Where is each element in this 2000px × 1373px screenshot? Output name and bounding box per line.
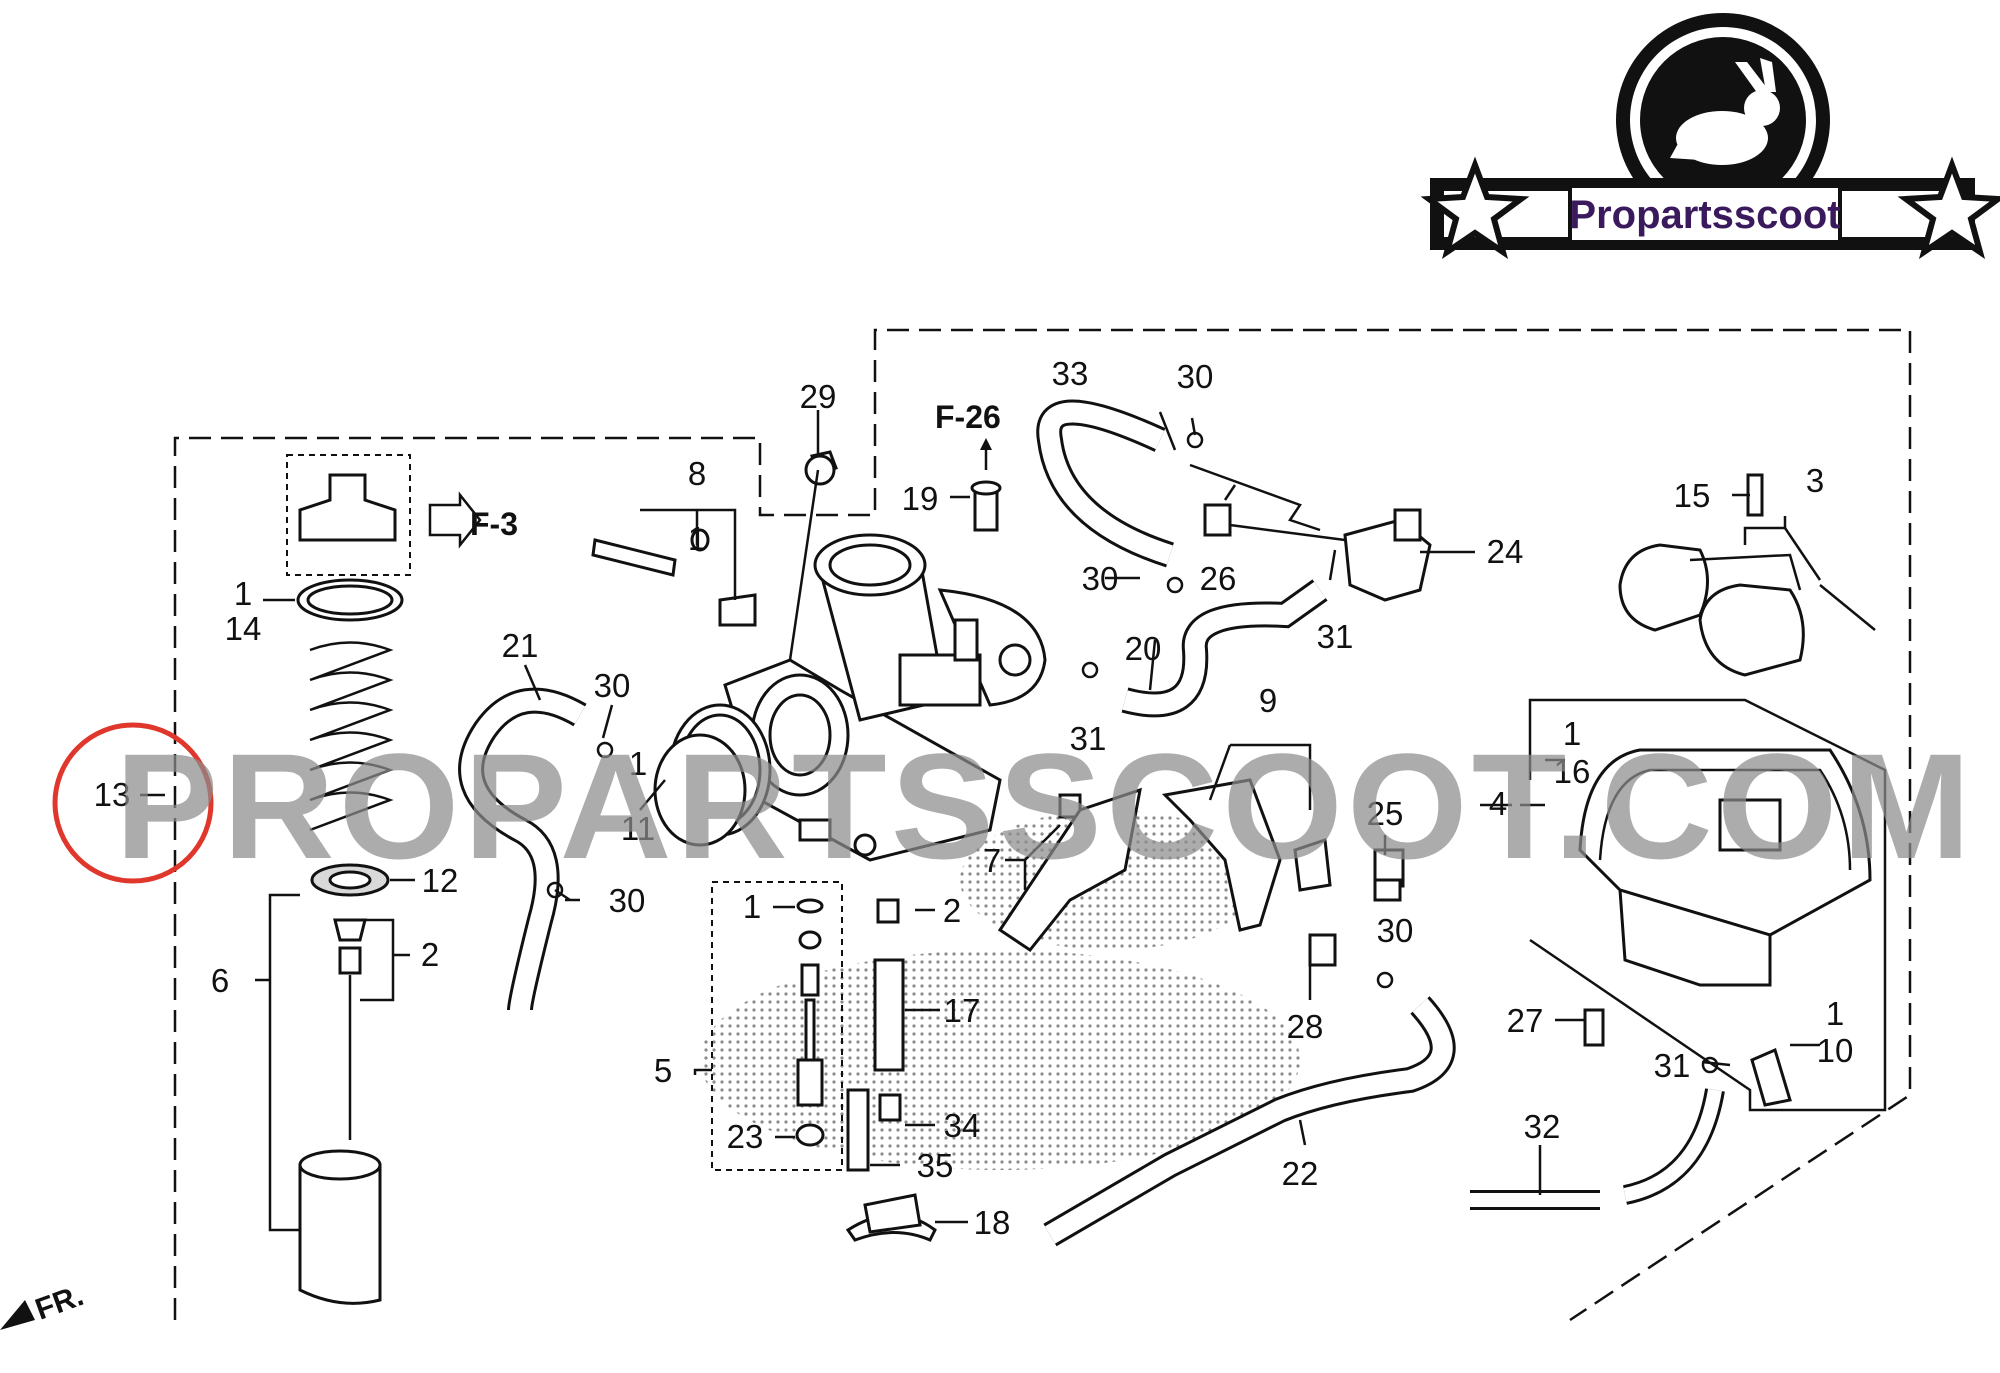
callout-30-right: 30: [1377, 912, 1414, 949]
callout-1-bowl: 1: [1563, 715, 1581, 752]
callout-1-left: 1: [234, 575, 252, 612]
callout-9: 9: [1259, 682, 1277, 719]
callout-32: 32: [1524, 1108, 1561, 1145]
diagram-frame: [173, 328, 1912, 1322]
brand-logo: Propartsscoot: [1420, 13, 2000, 260]
hoses: [458, 399, 1725, 1247]
callout-20: 20: [1125, 630, 1162, 667]
callout-24: 24: [1487, 533, 1524, 570]
callout-21: 21: [502, 627, 539, 664]
callout-28: 28: [1287, 1008, 1324, 1045]
callout-14: 14: [225, 610, 262, 647]
callout-16: 16: [1554, 753, 1591, 790]
front-direction-arrow: FR.: [0, 1279, 88, 1330]
callout-1-ring: 1: [629, 745, 647, 782]
callout-35: 35: [917, 1147, 954, 1184]
callout-19: 19: [902, 480, 939, 517]
callout-18: 18: [974, 1204, 1011, 1241]
callout-31-bottom: 31: [1654, 1047, 1691, 1084]
star-right-icon: [1897, 156, 2000, 260]
callout-3: 3: [1806, 462, 1824, 499]
callout-13: 13: [94, 776, 131, 813]
callout-30-mid: 30: [1082, 560, 1119, 597]
callout-23: 23: [727, 1118, 764, 1155]
float-bowl: [1528, 698, 1887, 1112]
callout-31-mid: 31: [1070, 720, 1107, 757]
callout-30-left: 30: [594, 667, 631, 704]
callout-17: 17: [944, 992, 981, 1029]
callout-33: 33: [1052, 355, 1089, 392]
callout-30-hose: 30: [609, 882, 646, 919]
callout-27: 27: [1507, 1002, 1544, 1039]
slide-assembly: [286, 454, 482, 1305]
callout-7: 7: [983, 842, 1001, 879]
ref-f3-label: F-3: [470, 506, 518, 542]
callout-26: 26: [1200, 560, 1237, 597]
callout-1-jet: 1: [688, 520, 706, 557]
callout-11: 11: [621, 810, 655, 847]
spring: [309, 641, 394, 832]
callout-labels: 29 33 30 8 1 19 15 3 24 30 26 31 1 14 21…: [211, 355, 1854, 1241]
callout-6: 6: [211, 962, 229, 999]
star-left-icon: [1420, 156, 1530, 260]
callout-2-needle: 2: [421, 936, 439, 973]
callout-8: 8: [688, 455, 706, 492]
callout-5: 5: [654, 1052, 672, 1089]
logo-brand-text: Propartsscoot: [1569, 193, 1840, 237]
highlight-part-13: 13: [52, 722, 214, 884]
callout-25: 25: [1367, 795, 1404, 832]
watermark-text: PROPARTSSCOOT.COM: [115, 722, 1975, 890]
callout-31-top: 31: [1317, 618, 1354, 655]
callout-12: 12: [422, 862, 459, 899]
callout-1-jetset: 1: [743, 888, 761, 925]
ref-f26-label: F-26: [935, 399, 1001, 435]
callout-10: 10: [1817, 1032, 1854, 1069]
callout-30-top: 30: [1177, 358, 1214, 395]
fr-label: FR.: [31, 1279, 88, 1327]
callout-22: 22: [1282, 1155, 1319, 1192]
callout-15: 15: [1674, 477, 1711, 514]
jet-parts: [711, 778, 1792, 1242]
callout-2-jet: 2: [943, 892, 961, 929]
rabbit-icon: [1670, 58, 1780, 165]
callout-29: 29: [800, 378, 837, 415]
callout-1-screw: 1: [1826, 995, 1844, 1032]
callout-4: 4: [1489, 785, 1507, 822]
leader-lines: [140, 410, 1822, 1232]
callout-34: 34: [944, 1107, 981, 1144]
float: [1618, 473, 1876, 677]
fuel-valve: [1189, 463, 1432, 602]
small-parts: [546, 431, 1719, 1074]
